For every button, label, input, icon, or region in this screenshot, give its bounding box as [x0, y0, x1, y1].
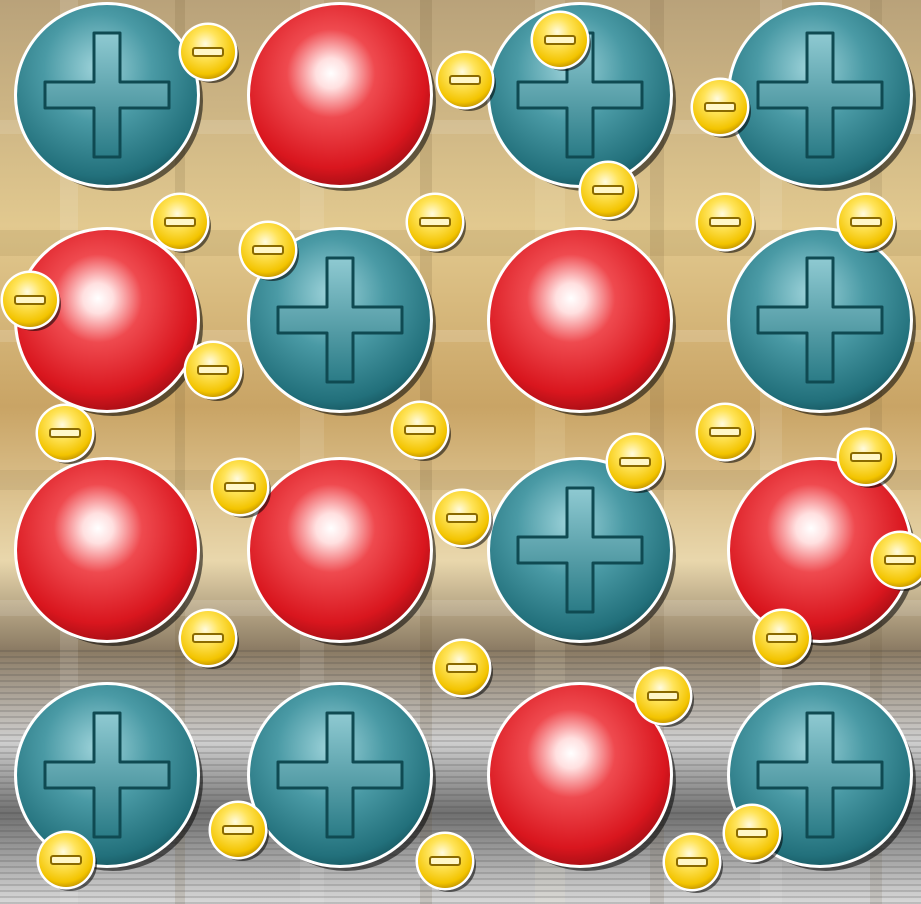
- minus-sign-icon: [620, 458, 650, 466]
- minus-sign-icon: [677, 858, 707, 866]
- minus-sign-icon: [851, 218, 881, 226]
- minus-sign-icon: [705, 103, 735, 111]
- minus-sign-icon: [198, 366, 228, 374]
- minus-sign-icon: [50, 429, 80, 437]
- minus-sign-icon: [710, 218, 740, 226]
- minus-sign-icon: [51, 856, 81, 864]
- minus-sign-icon: [193, 48, 223, 56]
- minus-sign-icon: [593, 186, 623, 194]
- minus-sign-icon: [420, 218, 450, 226]
- minus-sign-icon: [447, 664, 477, 672]
- minus-sign-icon: [223, 826, 253, 834]
- minus-sign-icon: [405, 426, 435, 434]
- minus-sign-icon: [225, 483, 255, 491]
- minus-sign-icon: [885, 556, 915, 564]
- minus-sign-icon: [15, 296, 45, 304]
- minus-sign-icon: [165, 218, 195, 226]
- minus-sign-icon: [430, 857, 460, 865]
- minus-sign-icon: [253, 246, 283, 254]
- minus-sign-icon: [710, 428, 740, 436]
- minus-sign-icon: [450, 76, 480, 84]
- minus-sign-icon: [193, 634, 223, 642]
- minus-sign-icon: [648, 692, 678, 700]
- minus-sign-icon: [737, 829, 767, 837]
- minus-sign-icon: [545, 36, 575, 44]
- minus-sign-icon: [447, 514, 477, 522]
- minus-sign-icon: [767, 634, 797, 642]
- minus-sign-icon: [851, 453, 881, 461]
